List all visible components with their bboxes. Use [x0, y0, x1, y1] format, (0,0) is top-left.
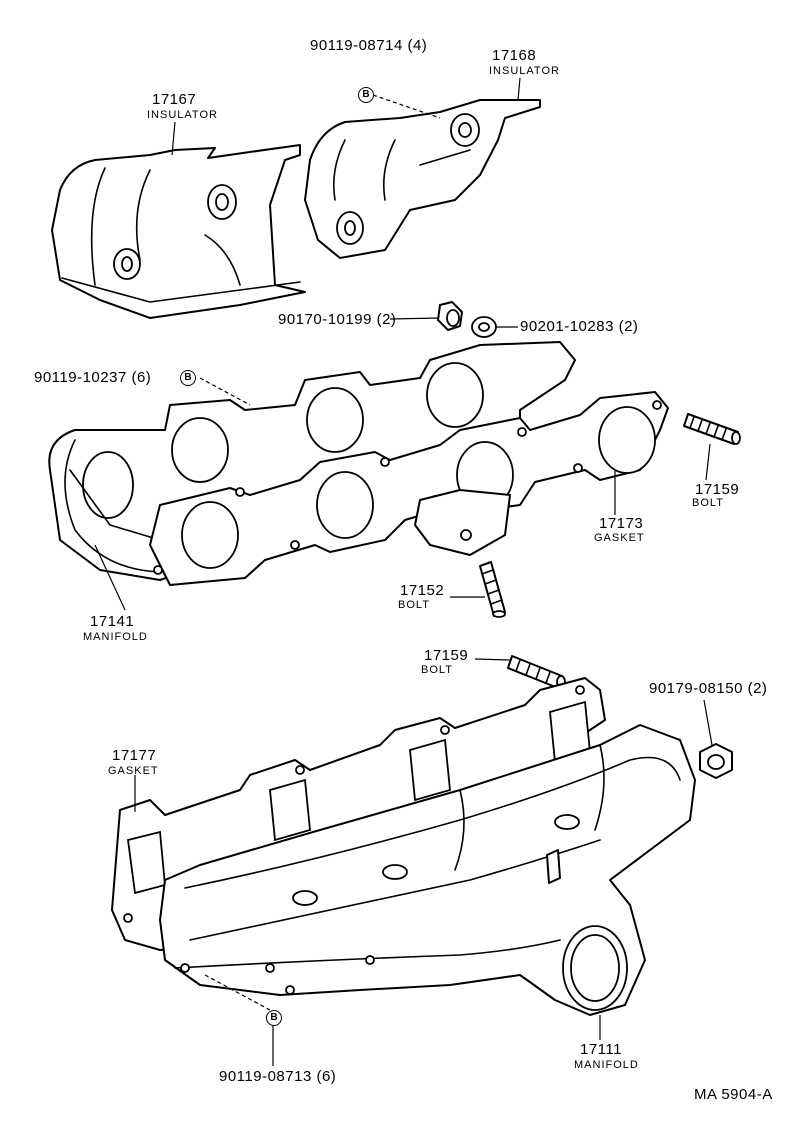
label-insulator-right-number: 17168	[492, 47, 537, 64]
label-gasket-exhaust-number: 17173	[599, 515, 644, 532]
label-stud-upper-number: 17159	[695, 481, 740, 498]
label-gasket-intake-name: GASKET	[108, 765, 159, 777]
label-stud-mid-number: 17152	[400, 582, 445, 599]
label-screw-intake-number: 90119-08713 (6)	[219, 1068, 337, 1085]
label-stud-lower-name: BOLT	[421, 664, 453, 676]
label-stud-lower-number: 17159	[424, 647, 469, 664]
stud-upper-shape[interactable]	[683, 413, 741, 445]
figure-code: MA 5904-A	[694, 1086, 773, 1103]
b-mark-exhaust-screw: B	[180, 370, 196, 386]
label-stud-upper-name: BOLT	[692, 497, 724, 509]
label-insulator-right-name: INSULATOR	[489, 65, 560, 77]
nut-intake-shape[interactable]	[699, 743, 733, 779]
label-insulator-left-name: INSULATOR	[147, 109, 218, 121]
label-nut-intake-number: 90179-08150 (2)	[649, 680, 768, 697]
insulator-left-shape[interactable]	[51, 144, 306, 319]
label-insulator-left-number: 17167	[152, 91, 197, 108]
label-gasket-intake-number: 17177	[112, 747, 157, 764]
insulator-right-shape[interactable]	[304, 99, 541, 259]
label-gasket-exhaust-name: GASKET	[594, 532, 645, 544]
label-exhaust-manifold-name: MANIFOLD	[83, 631, 148, 643]
label-screw-exhaust-number: 90119-10237 (6)	[34, 369, 152, 386]
label-intake-manifold-number: 17111	[580, 1041, 622, 1058]
exhaust-flange-shape	[414, 489, 511, 556]
leader-lines	[94, 77, 713, 1066]
intake-manifold-shape[interactable]	[159, 724, 696, 1016]
label-exhaust-manifold-number: 17141	[90, 613, 135, 630]
b-mark-insulator-screw: B	[358, 87, 374, 103]
b-mark-intake-screw: B	[266, 1010, 282, 1026]
label-washer-exhaust-number: 90201-10283 (2)	[520, 318, 639, 335]
nut-exhaust-shape[interactable]	[437, 301, 463, 331]
washer-exhaust-shape[interactable]	[471, 316, 497, 338]
label-intake-manifold-name: MANIFOLD	[574, 1059, 639, 1071]
stud-mid-shape[interactable]	[479, 561, 506, 618]
label-screw-insulator-number: 90119-08714 (4)	[310, 37, 428, 54]
stud-lower-shape[interactable]	[507, 655, 566, 689]
label-stud-mid-name: BOLT	[398, 599, 430, 611]
label-nut-exhaust-number: 90170-10199 (2)	[278, 311, 397, 328]
